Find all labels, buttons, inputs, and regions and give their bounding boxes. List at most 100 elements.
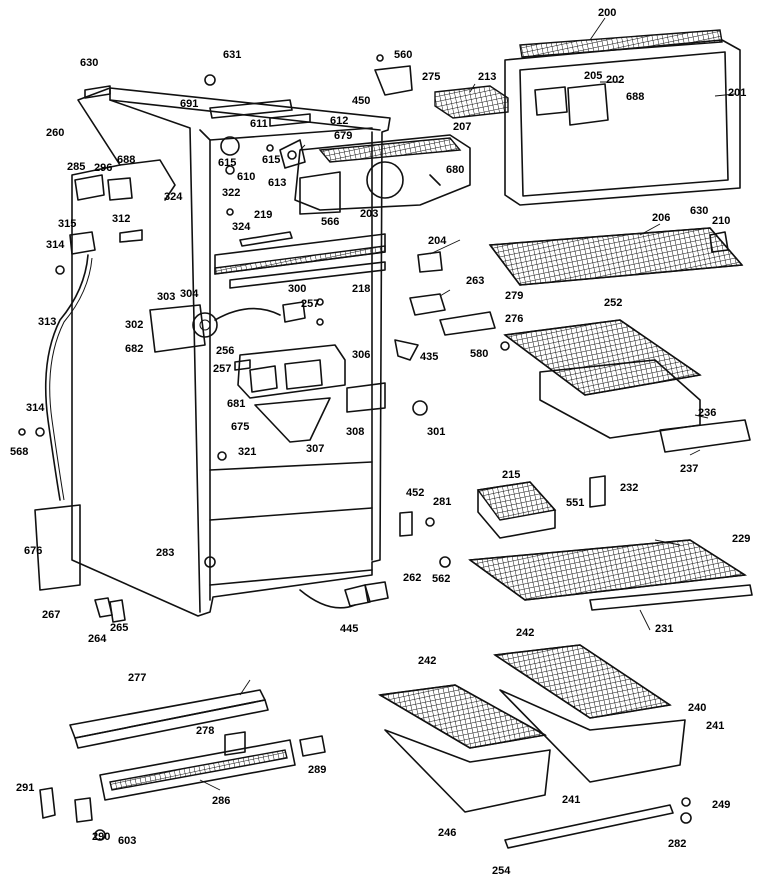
part-label-313: 313 xyxy=(38,316,56,328)
part-label-241a: 241 xyxy=(706,720,724,732)
part-label-688b: 688 xyxy=(626,91,644,103)
light-socket xyxy=(220,136,240,156)
crisper-pan-left xyxy=(377,684,551,813)
part-label-207: 207 xyxy=(453,121,471,133)
part-label-580: 580 xyxy=(470,348,488,360)
part-label-204: 204 xyxy=(428,235,447,247)
control-assembly xyxy=(149,304,281,353)
hinge xyxy=(374,65,413,96)
wire-clip xyxy=(394,339,419,361)
part-label-262: 262 xyxy=(403,572,421,584)
fresh-food-shelf xyxy=(468,539,753,611)
part-label-290: 290 xyxy=(92,831,110,843)
part-label-307: 307 xyxy=(306,443,324,455)
part-label-249: 249 xyxy=(712,799,730,811)
part-label-267: 267 xyxy=(42,609,60,621)
crisper-pan-right xyxy=(493,644,686,783)
part-label-206: 206 xyxy=(652,212,670,224)
part-label-252: 252 xyxy=(604,297,622,309)
part-label-291: 291 xyxy=(16,782,34,794)
part-label-312: 312 xyxy=(112,213,130,225)
part-label-275: 275 xyxy=(422,71,440,83)
part-label-452: 452 xyxy=(406,487,424,499)
part-label-260: 260 xyxy=(46,127,64,139)
power-cord xyxy=(299,589,356,609)
cover-plate xyxy=(346,382,386,413)
part-label-610: 610 xyxy=(237,171,255,183)
part-label-240: 240 xyxy=(688,702,706,714)
part-label-285: 285 xyxy=(67,161,85,173)
part-label-301: 301 xyxy=(427,426,445,438)
part-label-450: 450 xyxy=(352,95,370,107)
evaporator-shroud xyxy=(294,134,471,215)
leader-lines xyxy=(199,17,736,791)
part-label-562: 562 xyxy=(432,573,450,585)
part-label-324b: 324 xyxy=(232,221,251,233)
part-label-236: 236 xyxy=(698,407,716,419)
part-label-322: 322 xyxy=(222,187,240,199)
part-label-315: 315 xyxy=(58,218,76,230)
part-label-210: 210 xyxy=(712,215,730,227)
part-label-257a: 257 xyxy=(301,298,319,310)
part-label-242b: 242 xyxy=(516,627,534,639)
part-label-631: 631 xyxy=(223,49,241,61)
part-label-324a: 324 xyxy=(164,191,183,203)
ice-tray xyxy=(434,85,509,119)
part-label-229: 229 xyxy=(732,533,750,545)
part-label-613: 613 xyxy=(268,177,286,189)
part-label-205: 205 xyxy=(584,70,602,82)
part-label-445: 445 xyxy=(340,623,358,635)
part-label-254: 254 xyxy=(492,865,511,877)
part-label-611: 611 xyxy=(250,118,268,130)
part-label-213: 213 xyxy=(478,71,496,83)
small-parts xyxy=(18,54,692,841)
part-label-278: 278 xyxy=(196,725,214,737)
part-label-264: 264 xyxy=(88,633,107,645)
part-label-681: 681 xyxy=(227,398,245,410)
part-label-682: 682 xyxy=(125,343,143,355)
freezer-basket xyxy=(503,319,702,439)
back-panel xyxy=(34,504,81,591)
part-label-257b: 257 xyxy=(213,363,231,375)
part-label-237: 237 xyxy=(680,463,698,475)
part-label-276: 276 xyxy=(505,313,523,325)
part-label-265: 265 xyxy=(110,622,128,634)
part-label-321: 321 xyxy=(238,446,256,458)
part-label-691: 691 xyxy=(180,98,198,110)
part-label-314a: 314 xyxy=(46,239,65,251)
bottom-rail xyxy=(69,689,269,749)
part-label-203: 203 xyxy=(360,208,378,220)
part-label-201: 201 xyxy=(728,87,746,99)
part-label-277: 277 xyxy=(128,672,146,684)
part-label-306: 306 xyxy=(352,349,370,361)
part-label-246: 246 xyxy=(438,827,456,839)
part-label-630b: 630 xyxy=(690,205,708,217)
part-label-675: 675 xyxy=(231,421,249,433)
part-label-286: 286 xyxy=(212,795,230,807)
part-label-281: 281 xyxy=(433,496,451,508)
control-housing xyxy=(237,344,346,399)
part-label-289: 289 xyxy=(308,764,326,776)
drain-tube xyxy=(44,254,89,501)
duct xyxy=(254,397,331,443)
part-label-256: 256 xyxy=(216,345,234,357)
part-label-676: 676 xyxy=(24,545,42,557)
trim-strip xyxy=(239,231,293,247)
part-label-612: 612 xyxy=(330,115,348,127)
part-label-219: 219 xyxy=(254,209,272,221)
part-label-302: 302 xyxy=(125,319,143,331)
part-label-279: 279 xyxy=(505,290,523,302)
part-label-560: 560 xyxy=(394,49,412,61)
part-label-200: 200 xyxy=(598,7,616,19)
part-label-300: 300 xyxy=(288,283,306,295)
part-label-615b: 615 xyxy=(262,154,280,166)
part-label-232: 232 xyxy=(620,482,638,494)
part-label-615a: 615 xyxy=(218,157,236,169)
part-label-296: 296 xyxy=(94,162,112,174)
part-label-603: 603 xyxy=(118,835,136,847)
part-label-568: 568 xyxy=(10,446,28,458)
freezer-shelf xyxy=(488,227,744,286)
part-label-688a: 688 xyxy=(117,154,135,166)
part-label-308: 308 xyxy=(346,426,364,438)
